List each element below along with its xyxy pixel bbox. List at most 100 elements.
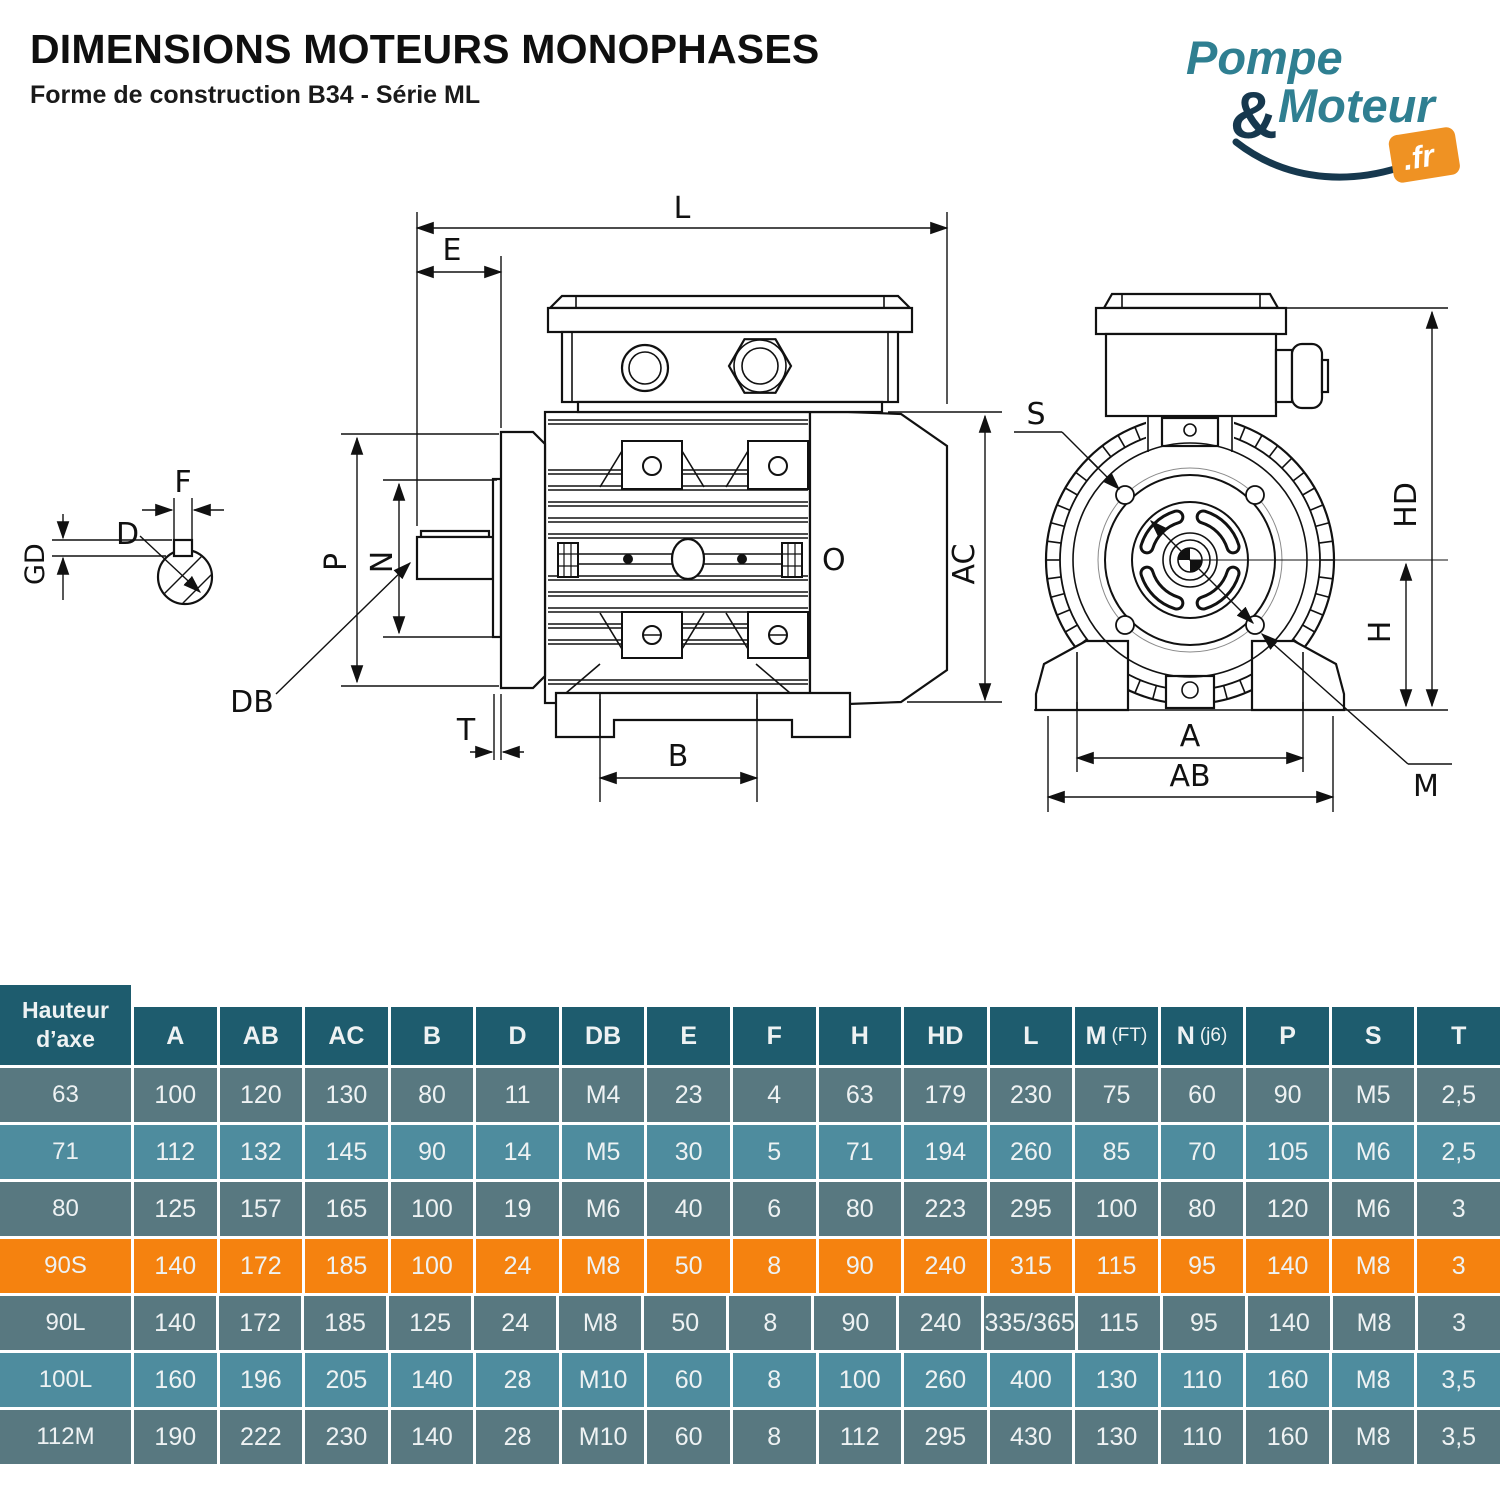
column-header: L [989,1007,1073,1065]
column-header: DB [561,1007,645,1065]
table-cell: 71 [818,1125,902,1179]
table-cell: 130 [1075,1353,1158,1407]
table-cell: M8 [1331,1353,1415,1407]
dim-label-P: P [319,553,354,571]
logo-fr-badge: .fr [1388,127,1460,183]
column-header: T [1417,1007,1500,1065]
table-cell: 2,5 [1417,1068,1500,1122]
dim-label-HD: HD [1389,482,1424,528]
table-cell: 30 [647,1125,730,1179]
table-cell: M10 [561,1410,645,1464]
table-cell: 2,5 [1417,1125,1500,1179]
table-cell: 179 [904,1068,987,1122]
dim-label-F: F [174,465,191,500]
table-cell: 85 [1075,1125,1158,1179]
page-subtitle: Forme de construction B34 - Série ML [30,81,481,109]
motor-front-view [1034,292,1346,712]
table-cell: 8 [732,1410,816,1464]
axis-height-cell: 90L [0,1296,131,1350]
table-cell: 60 [1160,1068,1244,1122]
table-cell: 3 [1417,1182,1500,1236]
dim-label-B: B [668,739,689,774]
table-cell: 105 [1246,1125,1329,1179]
table-cell: 335/365 [984,1296,1075,1350]
table-cell: 4 [732,1068,816,1122]
table-cell: 8 [729,1296,812,1350]
table-cell: 110 [1160,1410,1244,1464]
axis-height-cell: 112M [0,1410,131,1464]
table-cell: 120 [1246,1182,1329,1236]
page-title: DIMENSIONS MOTEURS MONOPHASES [30,26,820,72]
table-cell: 8 [732,1239,816,1293]
table-cell: M4 [561,1068,645,1122]
table-cell: 100 [1075,1182,1158,1236]
table-cell: M5 [1331,1068,1415,1122]
table-cell: 145 [305,1125,388,1179]
dim-label-M: M [1413,769,1439,804]
table-cell: 295 [989,1182,1073,1236]
table-cell: M5 [561,1125,645,1179]
axis-height-cell: 71 [0,1125,131,1179]
table-cell: 140 [134,1239,217,1293]
table-cell: M8 [1332,1296,1416,1350]
table-cell: 60 [647,1353,730,1407]
table-cell: 24 [474,1296,557,1350]
table-cell: 140 [134,1296,217,1350]
table-cell: 185 [305,1239,388,1293]
dim-label-D: D [116,517,139,552]
table-cell: 6 [732,1182,816,1236]
column-header: F [732,1007,816,1065]
logo-word-moteur: Moteur [1278,79,1437,132]
table-cell: 196 [219,1353,303,1407]
table-cell: M6 [1331,1182,1415,1236]
column-header: HD [904,1007,987,1065]
axis-height-cell: 80 [0,1182,131,1236]
table-cell: 3,5 [1417,1410,1500,1464]
table-cell: 115 [1077,1296,1160,1350]
table-cell: M10 [561,1353,645,1407]
table-cell: 100 [390,1239,474,1293]
column-header: AC [305,1007,388,1065]
table-cell: 140 [390,1410,474,1464]
dim-label-S: S [1026,397,1045,432]
table-cell: 315 [989,1239,1073,1293]
table-cell: 125 [134,1182,217,1236]
table-cell: 28 [476,1410,559,1464]
axis-height-cell: 63 [0,1068,131,1122]
table-cell: 260 [989,1125,1073,1179]
document-header: DIMENSIONS MOTEURS MONOPHASES Forme de c… [30,26,819,110]
column-header: M(FT) [1075,1007,1158,1065]
table-cell: 260 [904,1353,987,1407]
logo-word-pompe: Pompe [1186,31,1343,84]
table-cell: 172 [219,1296,302,1350]
table-cell: 90 [390,1125,474,1179]
table-cell: 50 [644,1296,727,1350]
dim-label-T: T [456,713,476,748]
motor-side-view: O [415,294,949,739]
table-cell: 120 [219,1068,303,1122]
column-header: S [1331,1007,1415,1065]
dim-label-DB: DB [230,685,274,720]
table-cell: 132 [219,1125,303,1179]
table-cell: 160 [1246,1353,1329,1407]
dim-label-N: N [365,551,400,573]
table-cell: 80 [818,1182,902,1236]
table-cell: 205 [305,1353,388,1407]
table-cell: 194 [904,1125,987,1179]
dim-label-E: E [443,233,462,268]
axis-height-cell: 90S [0,1239,131,1293]
column-header: D [476,1007,559,1065]
column-header: N(j6) [1160,1007,1244,1065]
column-header-suffix: (j6) [1199,1025,1228,1046]
column-header-suffix: (FT) [1111,1025,1148,1046]
column-header: H [818,1007,902,1065]
table-cell: M8 [559,1296,642,1350]
table-cell: M8 [1331,1410,1415,1464]
table-cell: 75 [1075,1068,1158,1122]
